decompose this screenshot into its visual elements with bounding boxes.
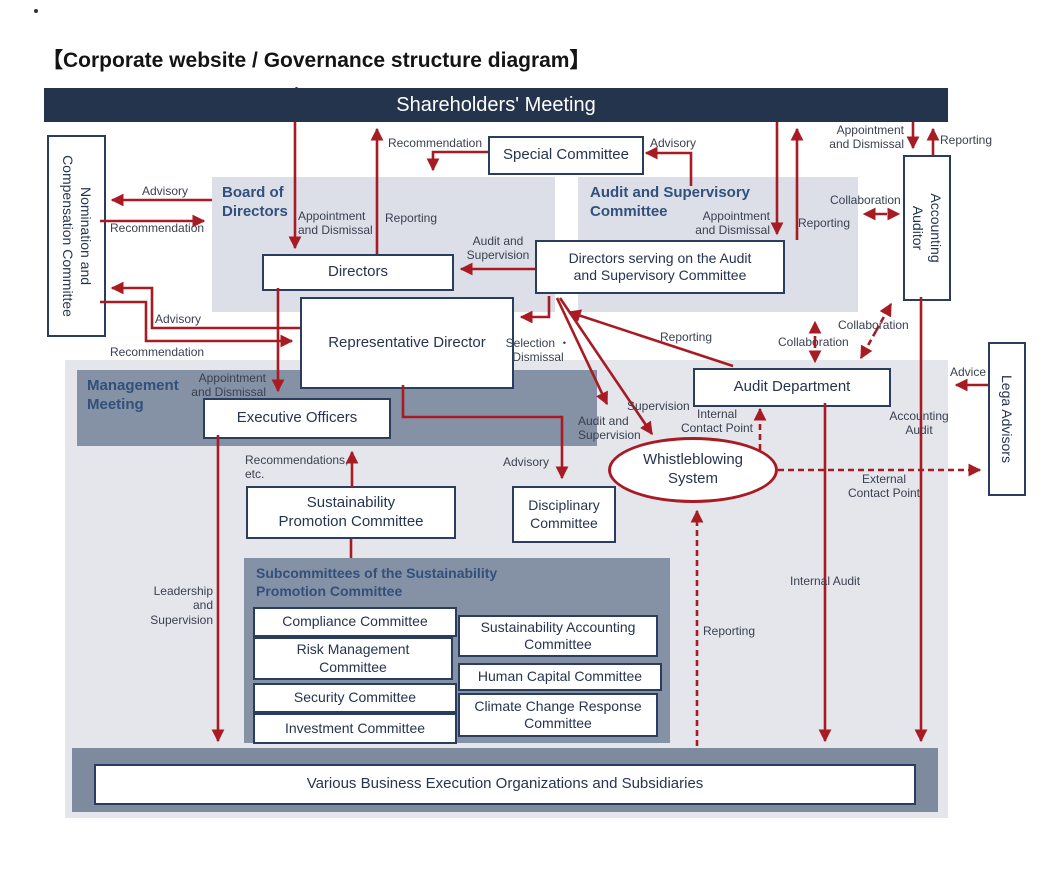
management-heading: Management Meeting: [87, 377, 179, 413]
stray-dot: [34, 9, 38, 13]
node-business-organizations: Various Business Execution Organizations…: [94, 764, 916, 805]
node-accounting-auditor: Accounting Auditor: [903, 155, 951, 301]
node-compliance-committee: Compliance Committee: [253, 607, 457, 637]
edge-label-advisory-nomination-lower: Advisory: [155, 312, 202, 326]
edge-label-collaboration-top: Collaboration: [830, 193, 901, 207]
node-nomination-compensation-committee: Nomination and Compensation Committee: [47, 135, 106, 337]
edge-label-reporting-auditor: Reporting: [940, 133, 993, 147]
node-executive-officers: Executive Officers: [203, 398, 391, 439]
node-whistleblowing-system: Whistleblowing System: [608, 437, 778, 503]
edge-label-reporting-audit-committee: Reporting: [798, 216, 851, 230]
edge-label-reporting-whistleblowing: Reporting: [703, 624, 756, 638]
edge-label-recommendation-special: Recommendation: [387, 136, 482, 150]
edge-label-external-contact-point: External Contact Point: [847, 472, 921, 501]
edge-label-reporting-audit-department: Reporting: [660, 330, 713, 344]
edge-label-collaboration-vertical: Collaboration: [778, 335, 849, 349]
edge-label-appointment-directors: Appointment and Dismissal: [298, 209, 373, 238]
node-investment-committee: Investment Committee: [253, 713, 457, 744]
edge-label-internal-contact-point: Internal Contact Point: [680, 407, 754, 436]
edge-label-advisory-nomination-upper: Advisory: [141, 184, 188, 198]
node-sustainability-accounting-committee: Sustainability Accounting Committee: [458, 615, 658, 657]
board-panel-heading: Board of Directors: [222, 184, 288, 220]
edge-label-leadership-supervision: Leadership and Supervision: [150, 584, 213, 627]
edge-label-selection-dismissal: Selection ・ Dismissal: [505, 336, 571, 365]
node-special-committee: Special Committee: [488, 136, 644, 175]
arrow-recommendation-special: [426, 150, 488, 172]
audit-panel-heading: Audit and Supervisory Committee: [590, 184, 751, 220]
page-title: 【Corporate website / Governance structur…: [42, 49, 591, 72]
node-shareholders-meeting: Shareholders' Meeting: [44, 88, 948, 122]
edge-label-accounting-audit: Accounting Audit: [889, 409, 949, 438]
node-climate-change-response-committee: Climate Change Response Committee: [458, 693, 658, 737]
node-audit-department: Audit Department: [693, 368, 891, 407]
edge-label-appointment-audit-committee: Appointment and Dismissal: [695, 209, 770, 238]
edge-label-recommendation-nomination-upper: Recommendation: [110, 221, 205, 235]
edge-label-reporting-board: Reporting: [385, 211, 438, 225]
edge-label-recommendations-etc: Recommendations, etc.: [245, 453, 349, 482]
node-directors: Directors: [262, 254, 454, 291]
edge-label-appointment-executive: Appointment and Dismissal: [191, 371, 266, 400]
nomination-vertical-text: Nomination and Compensation Committee: [59, 155, 94, 317]
node-sustainability-promotion-committee: Sustainability Promotion Committee: [246, 486, 456, 539]
arrow-collaboration-diagonal-down: [859, 330, 878, 360]
subcommittees-heading: Subcommittees of the Sustainability Prom…: [256, 565, 498, 599]
node-risk-management-committee: Risk Management Committee: [253, 637, 453, 680]
edge-label-recommendation-nomination-lower: Recommendation: [110, 345, 205, 359]
edge-label-appointment-auditor: Appointment and Dismissal: [829, 123, 904, 152]
node-security-committee: Security Committee: [253, 683, 457, 713]
edge-label-advice: Advice: [950, 365, 987, 379]
edge-label-audit-supervision-directors: Audit and Supervision: [466, 234, 530, 263]
node-human-capital-committee: Human Capital Committee: [458, 663, 662, 691]
edge-label-audit-supervision-management: Audit and Supervision: [578, 414, 641, 443]
node-legal-advisors: Lega Advisors: [988, 342, 1026, 496]
node-representative-director: Representative Director: [300, 297, 514, 389]
stray-dot: [295, 87, 298, 90]
edge-label-collaboration-diagonal: Collaboration: [838, 318, 909, 332]
edge-label-advisory-disciplinary: Advisory: [503, 455, 550, 469]
edge-label-advisory-special: Advisory: [650, 136, 697, 150]
node-audit-supervisory-directors: Directors serving on the Audit and Super…: [535, 240, 785, 294]
node-disciplinary-committee: Disciplinary Committee: [512, 486, 616, 543]
edge-label-internal-audit: Internal Audit: [790, 574, 861, 588]
legal-advisors-vertical-text: Lega Advisors: [999, 375, 1016, 463]
accounting-auditor-vertical-text: Accounting Auditor: [910, 193, 945, 263]
